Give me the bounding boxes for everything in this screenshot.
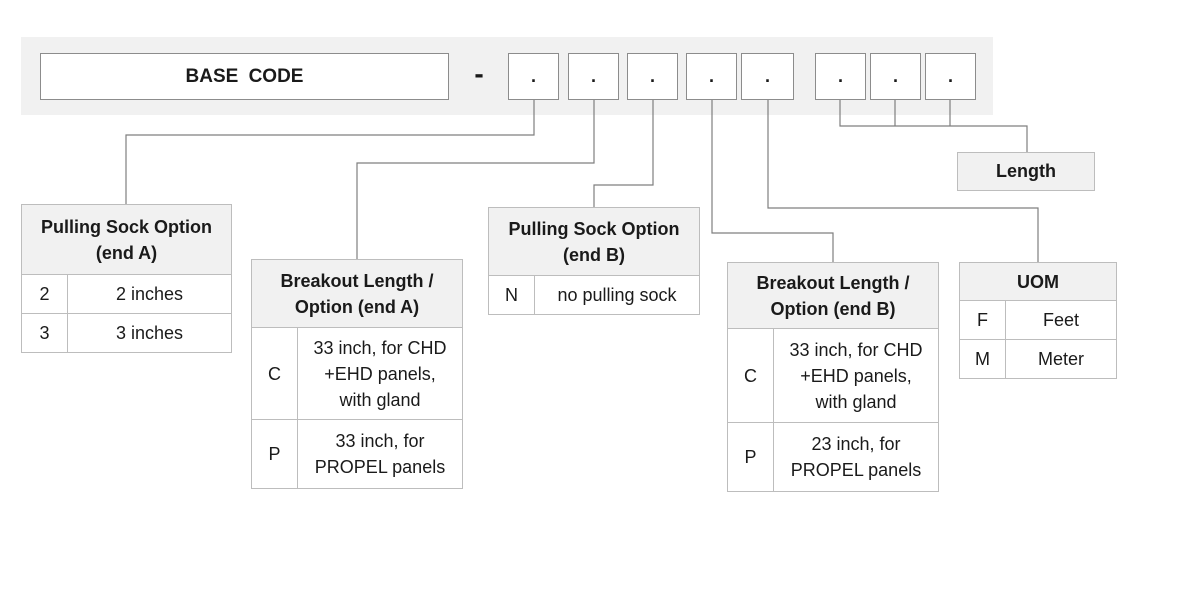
option-desc: 33 inch, for PROPEL panels [297,419,463,489]
pulling-sock-b-table: Pulling Sock Option (end B) N no pulling… [488,207,700,315]
option-desc: 33 inch, for CHD +EHD panels, with gland [773,328,939,423]
table-row: C 33 inch, for CHD +EHD panels, with gla… [251,327,463,420]
title-line: Option (end A) [294,296,420,317]
option-code: P [727,422,774,492]
option-desc: 23 inch, for PROPEL panels [773,422,939,492]
table-row: F Feet [959,300,1117,340]
table-header: Pulling Sock Option (end B) [488,207,700,276]
code-slot-6: . [815,53,866,100]
option-desc: 2 inches [67,274,232,314]
option-desc: no pulling sock [534,275,700,315]
base-code-box: BASE CODE [40,53,449,100]
option-desc: Feet [1005,300,1117,340]
desc-line: +EHD panels, [324,363,436,384]
table-row: C 33 inch, for CHD +EHD panels, with gla… [727,328,939,423]
connector-slot-3 [593,100,654,207]
table-header: Breakout Length / Option (end A) [251,259,463,328]
code-slot-5: . [741,53,794,100]
option-desc: 3 inches [67,313,232,353]
code-slot-2: . [568,53,619,100]
desc-line: with gland [339,389,421,410]
table-row: 2 2 inches [21,274,232,314]
option-code: 3 [21,313,68,353]
option-desc: 33 inch, for CHD +EHD panels, with gland [297,327,463,420]
title-line: Option (end B) [770,298,896,319]
breakout-a-table: Breakout Length / Option (end A) C 33 in… [251,259,463,489]
connector-length [839,100,1028,152]
table-row: P 33 inch, for PROPEL panels [251,419,463,489]
option-code: F [959,300,1006,340]
breakout-b-table: Breakout Length / Option (end B) C 33 in… [727,262,939,492]
option-code: P [251,419,298,489]
code-slot-4: . [686,53,737,100]
desc-line: with gland [815,391,897,412]
table-header: Breakout Length / Option (end B) [727,262,939,329]
title-line: Breakout Length / [280,270,434,291]
length-label: Length [957,152,1095,191]
option-code: C [727,328,774,423]
option-code: C [251,327,298,420]
table-row: N no pulling sock [488,275,700,315]
table-header: UOM [959,262,1117,301]
desc-line: +EHD panels, [800,365,912,386]
desc-line: PROPEL panels [790,460,922,480]
desc-line: 33 inch, for [335,431,425,451]
table-row: M Meter [959,339,1117,379]
code-separator: - [474,58,484,89]
desc-line: PROPEL panels [314,457,446,477]
desc-line: 33 inch, for CHD [789,339,923,360]
code-slot-1: . [508,53,559,100]
title-line: (end B) [563,244,625,265]
title-line: Pulling Sock Option [508,218,680,239]
uom-table: UOM F Feet M Meter [959,262,1117,379]
option-desc: Meter [1005,339,1117,379]
title-line: Breakout Length / [756,272,910,293]
code-slot-8: . [925,53,976,100]
option-code: N [488,275,535,315]
table-header: Pulling Sock Option (end A) [21,204,232,275]
connector-slot-5 [767,100,1039,262]
pulling-sock-a-table: Pulling Sock Option (end A) 2 2 inches 3… [21,204,232,353]
option-code: M [959,339,1006,379]
title-line: (end A) [95,242,158,263]
code-slot-7: . [870,53,921,100]
desc-line: 33 inch, for CHD [313,337,447,358]
code-slot-3: . [627,53,678,100]
connector-slot-1 [125,100,535,204]
title-line: Pulling Sock Option [41,216,212,237]
option-code: 2 [21,274,68,314]
desc-line: 23 inch, for [811,434,901,454]
connector-slot-4 [711,100,834,262]
connector-slot-2 [356,100,595,259]
table-row: 3 3 inches [21,313,232,353]
table-row: P 23 inch, for PROPEL panels [727,422,939,492]
